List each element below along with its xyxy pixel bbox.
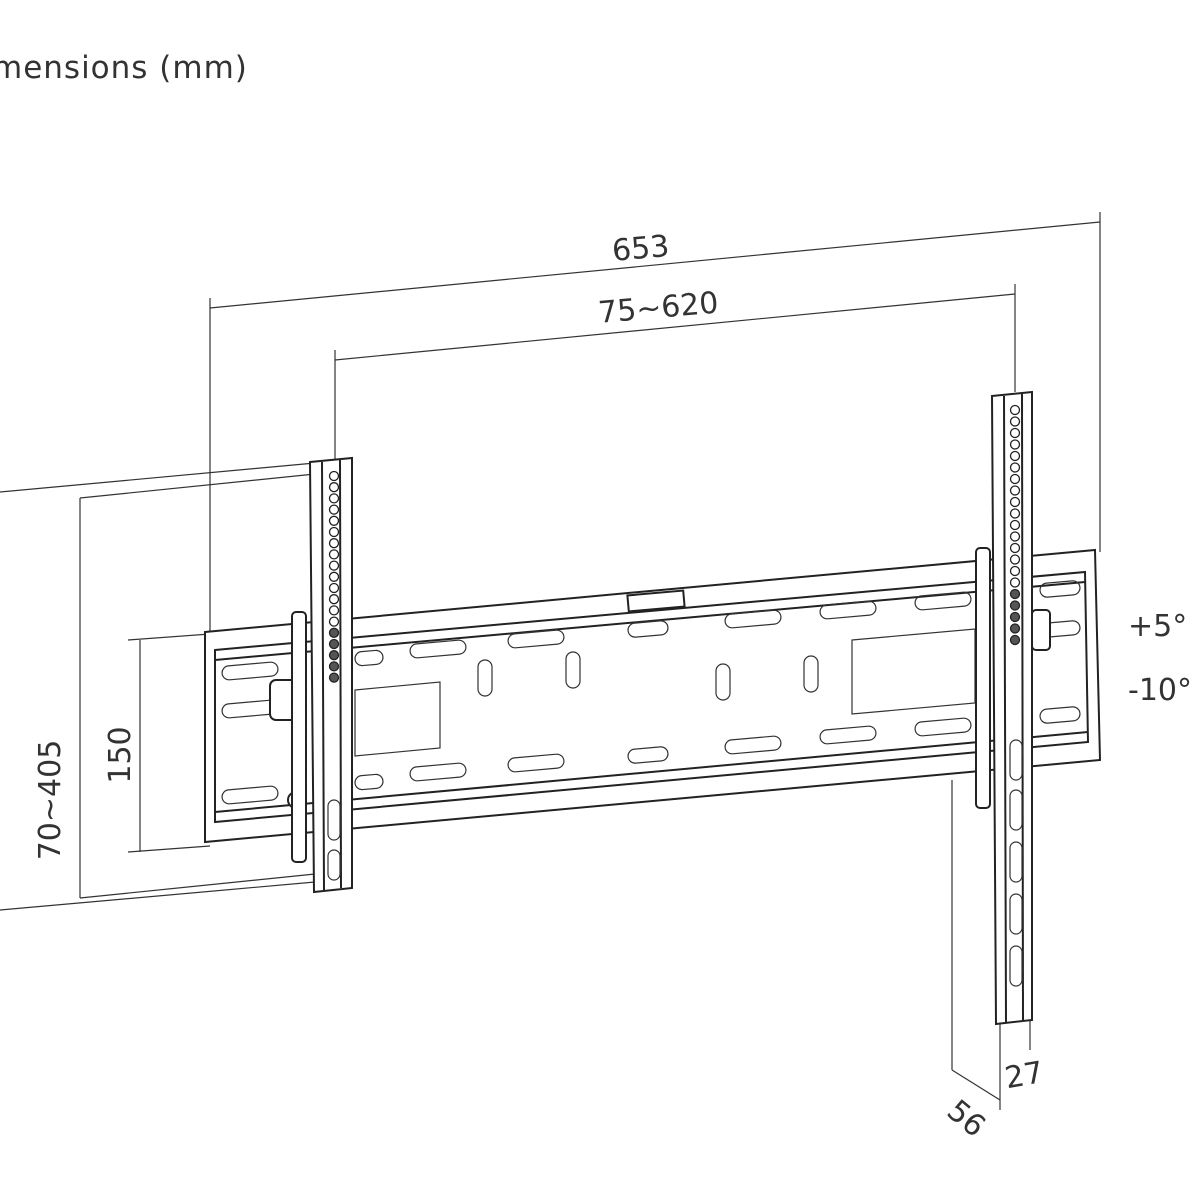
mount-hole (1009, 416, 1021, 427)
mount-hole (328, 470, 340, 482)
left-arm-slots (327, 799, 341, 881)
dimension-lines (0, 212, 1101, 1110)
right-arm (975, 390, 1051, 1026)
mount-hole (1009, 462, 1021, 473)
mount-hole (328, 571, 340, 582)
mount-hole (1009, 588, 1021, 600)
dim-150: 150 (103, 726, 138, 783)
mount-hole (1009, 508, 1021, 519)
mount-hole (1009, 439, 1021, 450)
mount-hole (1009, 519, 1021, 531)
mount-hole (328, 493, 340, 504)
dim-56: 56 (940, 1093, 992, 1144)
mount-hole (1009, 554, 1021, 565)
mount-hole (328, 504, 340, 515)
mount-hole (328, 538, 340, 549)
mount-hole (328, 515, 340, 526)
wall-plate (204, 548, 1102, 844)
mount-hole (328, 672, 340, 683)
mount-hole (328, 616, 340, 627)
right-arm-holes (1009, 404, 1021, 646)
mount-hole (328, 582, 340, 594)
tilt-up: +5° (1128, 609, 1187, 644)
mount-hole (1009, 404, 1021, 416)
mount-hole (1009, 496, 1021, 508)
tilt-down: -10° (1128, 673, 1192, 708)
top-slot-row (221, 580, 1081, 681)
mount-hole (1009, 542, 1021, 554)
left-arm (291, 456, 353, 894)
mount-hole (1009, 600, 1021, 611)
mount-hole (328, 549, 340, 560)
left-arm-holes (328, 470, 340, 683)
dim-27: 27 (1002, 1055, 1046, 1096)
mount-hole (1009, 577, 1021, 588)
mount-hole (328, 526, 340, 538)
mount-hole (328, 627, 340, 638)
dim-653: 653 (611, 229, 671, 269)
diagram-heading: mensions (mm) (0, 50, 248, 86)
mount-hole (1009, 623, 1021, 634)
mount-hole (1009, 427, 1021, 439)
mount-hole (328, 650, 340, 661)
mount-hole (328, 560, 340, 571)
mount-hole (328, 482, 340, 493)
mount-hole (328, 594, 340, 605)
mount-hole (1009, 450, 1021, 462)
right-arm-slots (1009, 739, 1023, 987)
mount-hole (1009, 473, 1021, 485)
mount-hole (1009, 485, 1021, 496)
dim-70-405: 70~405 (33, 740, 68, 861)
mount-hole (328, 638, 340, 650)
mount-hole (328, 605, 340, 616)
mount-hole (1009, 565, 1021, 577)
mount-hole (1009, 611, 1021, 623)
mount-hole (328, 661, 340, 672)
mount-hole (1009, 634, 1021, 646)
mount-hole (1009, 531, 1021, 542)
